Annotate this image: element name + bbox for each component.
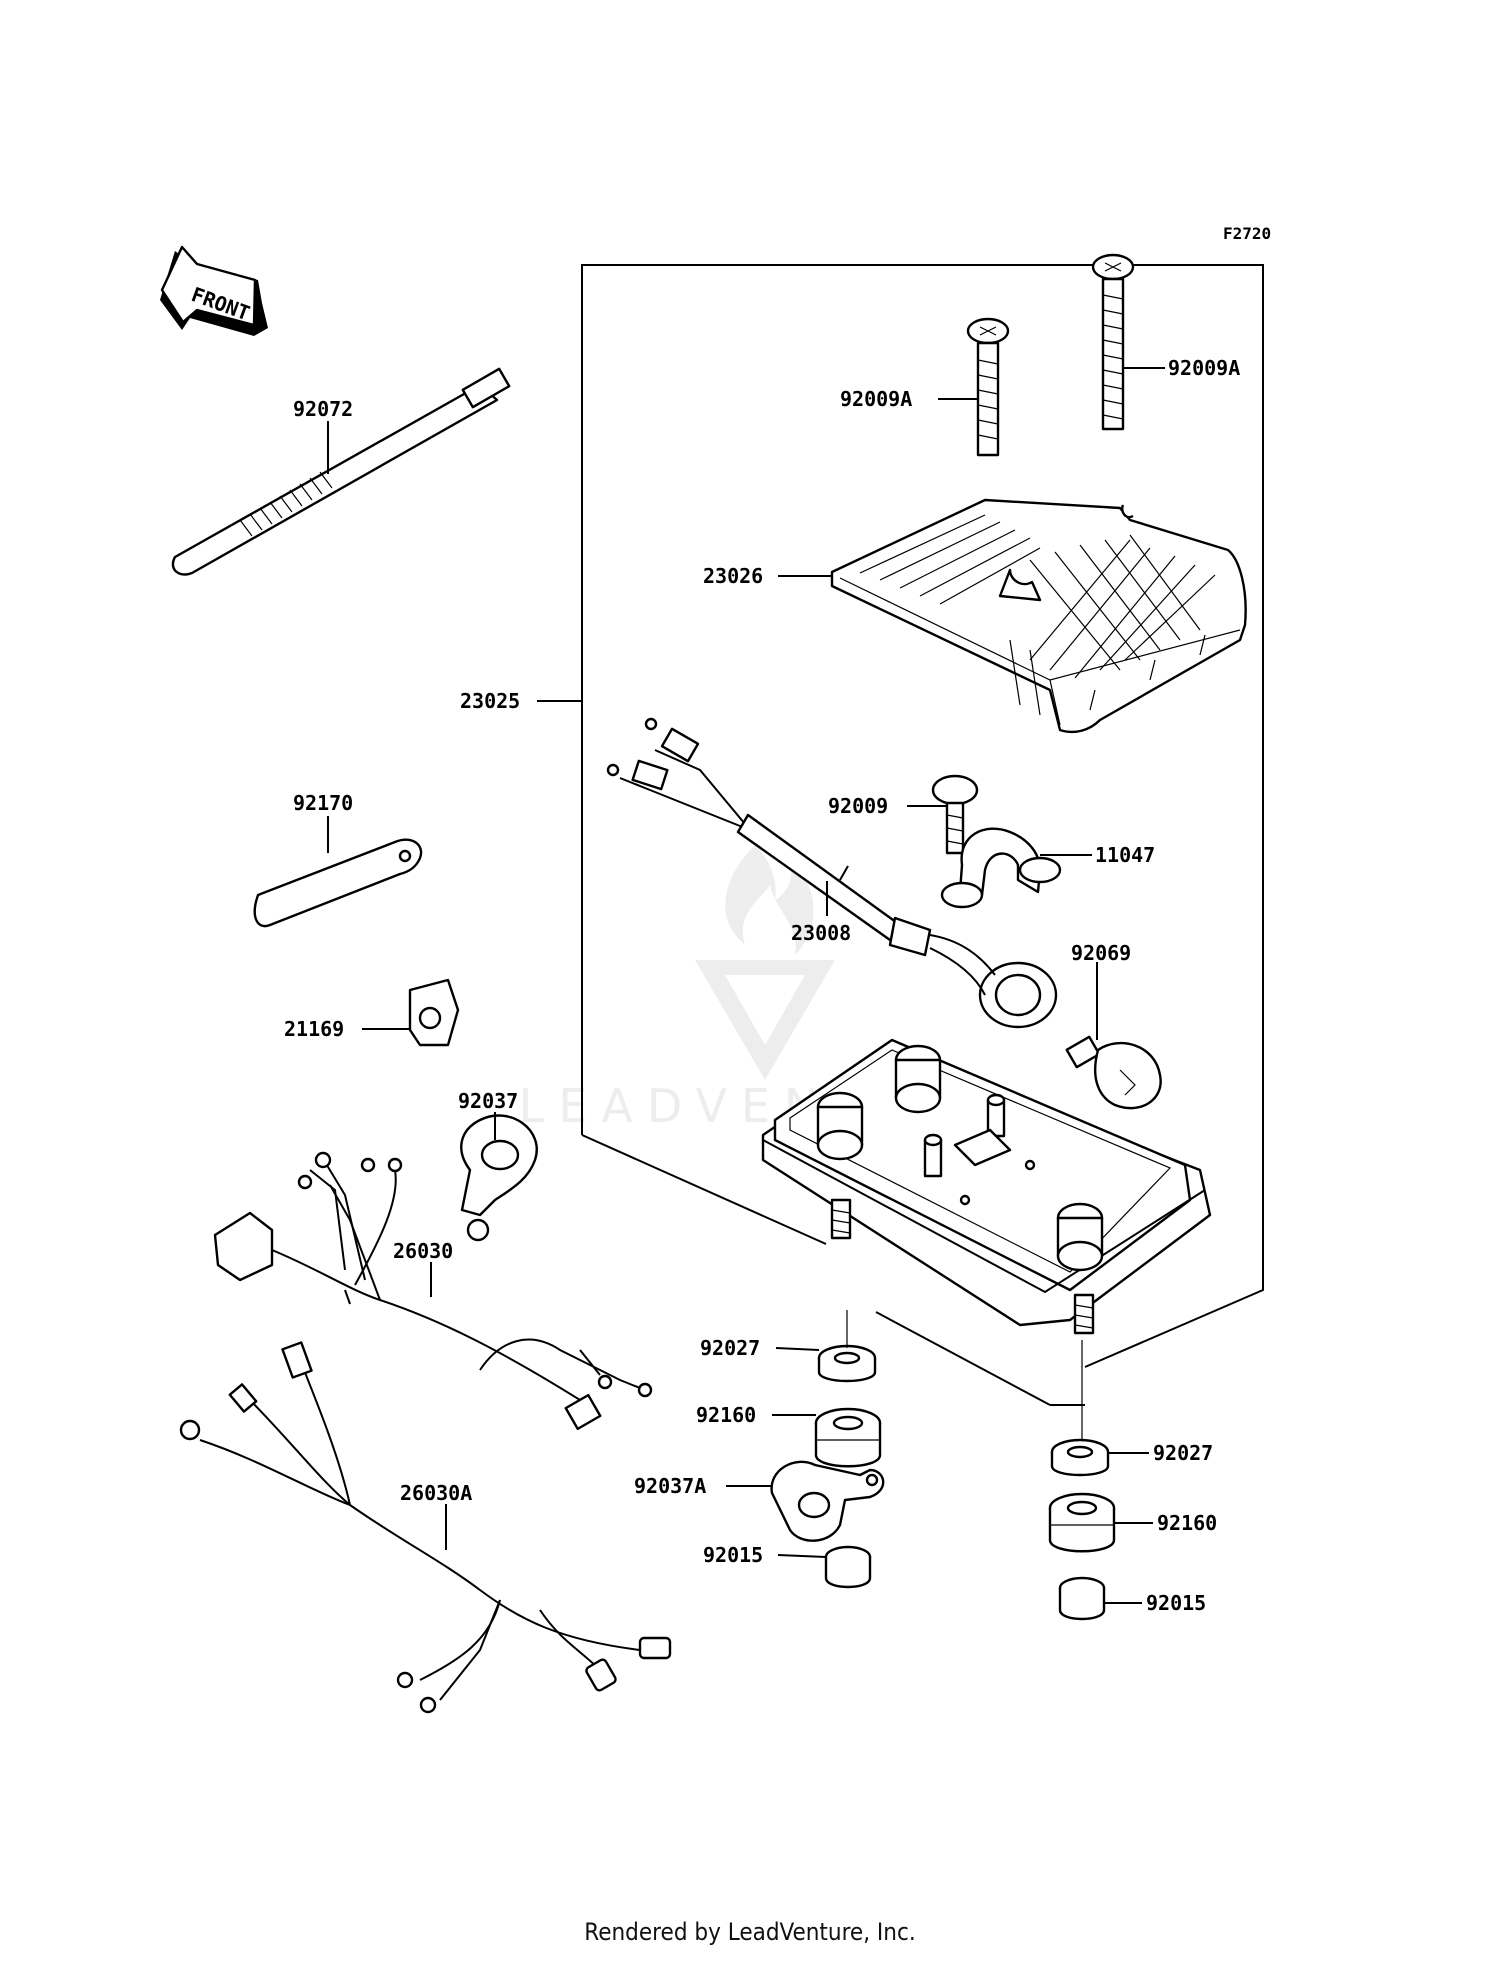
socket-cord-part xyxy=(606,717,1058,1029)
callout-21169: 21169 xyxy=(284,1017,344,1041)
callout-92015-right: 92015 xyxy=(1146,1591,1206,1615)
callout-23025: 23025 xyxy=(460,689,520,713)
callout-92037a: 92037A xyxy=(634,1474,706,1498)
callout-92170: 92170 xyxy=(293,791,353,815)
callout-92027-right: 92027 xyxy=(1153,1441,1213,1465)
clamp-part xyxy=(460,1114,538,1242)
callout-92069: 92069 xyxy=(1071,941,1131,965)
grommet-92160-right-part xyxy=(1048,1492,1116,1553)
footer-credit: Rendered by LeadVenture, Inc. xyxy=(584,1918,916,1946)
bulb-part xyxy=(1065,1035,1162,1110)
lens-texture xyxy=(859,514,1216,716)
callout-92160-right: 92160 xyxy=(1157,1511,1217,1535)
callout-labels: 92072 92170 21169 92037 26030 26030A 230… xyxy=(284,356,1240,1615)
callout-92009: 92009 xyxy=(828,794,888,818)
clamp-plate-part xyxy=(253,838,423,928)
screw-92009-part xyxy=(931,774,979,855)
grommet-92160-left-part xyxy=(814,1407,882,1468)
callout-23026: 23026 xyxy=(703,564,763,588)
cable-tie-part xyxy=(171,367,511,576)
callout-26030a: 26030A xyxy=(400,1481,472,1505)
assembly-outline xyxy=(581,264,1264,1406)
callout-92160-left: 92160 xyxy=(696,1403,756,1427)
callout-92037: 92037 xyxy=(458,1089,518,1113)
callout-26030: 26030 xyxy=(393,1239,453,1263)
figure-code: F2720 xyxy=(1223,224,1272,243)
callout-92027-left: 92027 xyxy=(700,1336,760,1360)
harness-26030a-part xyxy=(179,1341,672,1714)
lens-part xyxy=(830,498,1247,734)
callout-23008: 23008 xyxy=(791,921,851,945)
leader-lines xyxy=(327,367,1165,1604)
harness-26030-part xyxy=(213,1151,653,1431)
housing-part xyxy=(761,1038,1212,1335)
clamp-92037a-part xyxy=(770,1460,885,1542)
callout-92072: 92072 xyxy=(293,397,353,421)
callout-92009a-left: 92009A xyxy=(840,387,912,411)
clip-part xyxy=(408,978,460,1047)
screw-92009a-right-part xyxy=(1091,253,1135,431)
grommet-92027-right-part xyxy=(1050,1438,1110,1477)
front-arrow-icon: FRONT xyxy=(160,245,268,336)
grommet-92027-left-part xyxy=(817,1344,877,1383)
screw-92009a-left-part xyxy=(966,317,1010,457)
callout-92015-left: 92015 xyxy=(703,1543,763,1567)
callout-11047: 11047 xyxy=(1095,843,1155,867)
nut-92015-right-part xyxy=(1058,1576,1106,1621)
nut-92015-left-part xyxy=(824,1545,872,1589)
clamp-11047-part xyxy=(940,827,1062,909)
callout-92009a-right: 92009A xyxy=(1168,356,1240,380)
